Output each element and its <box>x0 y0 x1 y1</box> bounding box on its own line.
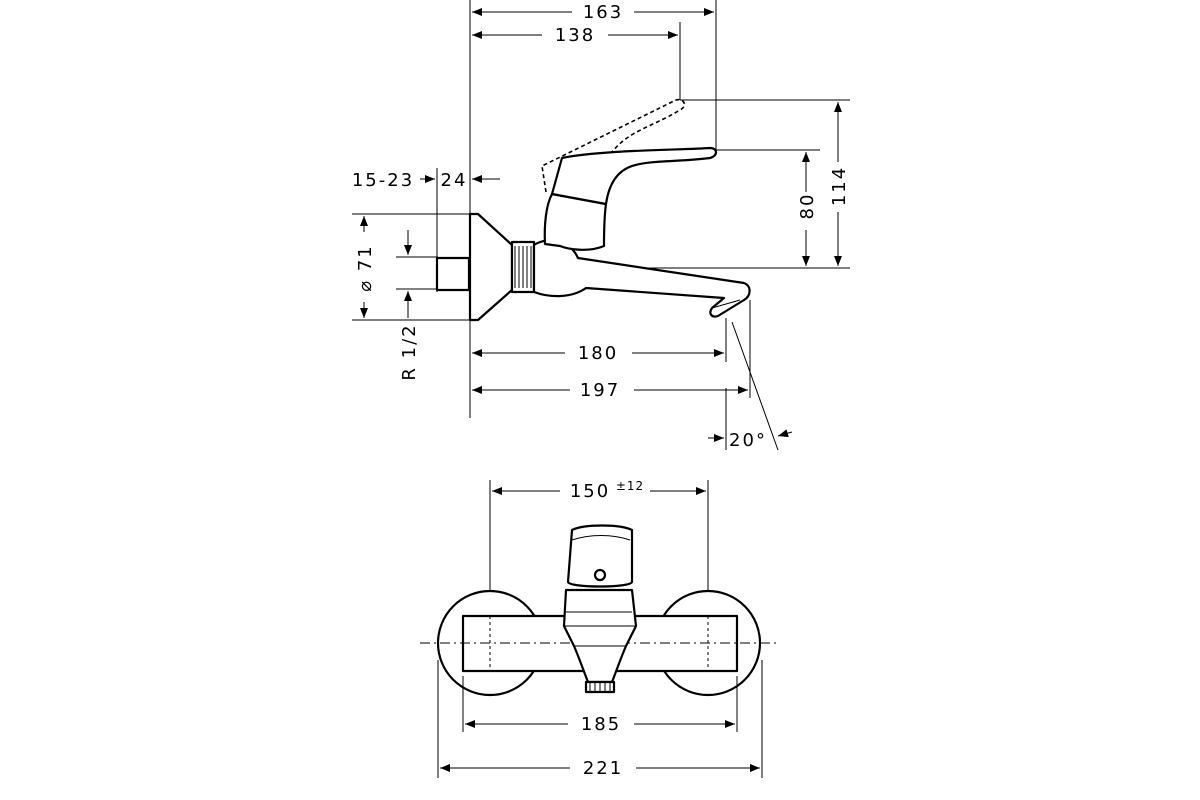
dimension-15-23-24: 15-23 24 <box>352 168 500 292</box>
lever-alternate-position <box>541 98 686 193</box>
dim-label-163: 163 <box>583 2 623 23</box>
dim-label-185: 185 <box>581 714 621 735</box>
dim-label-150: 150 <box>570 481 610 502</box>
dimension-138: 138 <box>472 22 681 100</box>
dim-label-150-tolerance: ±12 <box>616 479 644 493</box>
lever-indicator-dot <box>593 568 607 582</box>
dim-label-180: 180 <box>578 343 618 364</box>
dimension-angle-20: 20° <box>708 321 793 451</box>
spout <box>532 239 751 318</box>
dim-label-r-half: R 1/2 <box>399 323 420 380</box>
dimension-80: 80 <box>710 149 820 266</box>
dimension-197: 197 <box>472 300 751 401</box>
dimension-180: 180 <box>472 318 727 364</box>
wall-rosette <box>468 212 514 322</box>
dimension-221: 221 <box>437 660 763 779</box>
dimension-185: 185 <box>462 676 738 735</box>
lever-neck <box>543 192 608 251</box>
inlet-connector <box>435 256 471 292</box>
dim-label-197: 197 <box>580 380 620 401</box>
side-view: 163 138 15-23 24 ⌀ 71 <box>352 0 850 451</box>
dim-label-diameter-71: ⌀ 71 <box>355 244 376 291</box>
lever-front <box>566 524 634 588</box>
front-view: 150 ±12 <box>420 479 780 779</box>
dim-label-221: 221 <box>583 758 623 779</box>
dim-label-24: 24 <box>441 170 468 191</box>
dim-label-angle-20: 20° <box>729 430 767 451</box>
dim-label-80: 80 <box>797 193 818 220</box>
dim-label-114: 114 <box>829 166 850 206</box>
dimension-diameter-71: ⌀ 71 <box>352 213 470 321</box>
dim-label-138: 138 <box>555 25 595 46</box>
dim-label-15-23: 15-23 <box>352 170 414 191</box>
lever-handle <box>550 146 718 206</box>
dimension-163: 163 <box>472 0 717 152</box>
dimension-114: 114 <box>575 99 850 269</box>
faucet-side-body <box>435 98 751 322</box>
dimension-thread-r-half: R 1/2 <box>396 230 438 381</box>
